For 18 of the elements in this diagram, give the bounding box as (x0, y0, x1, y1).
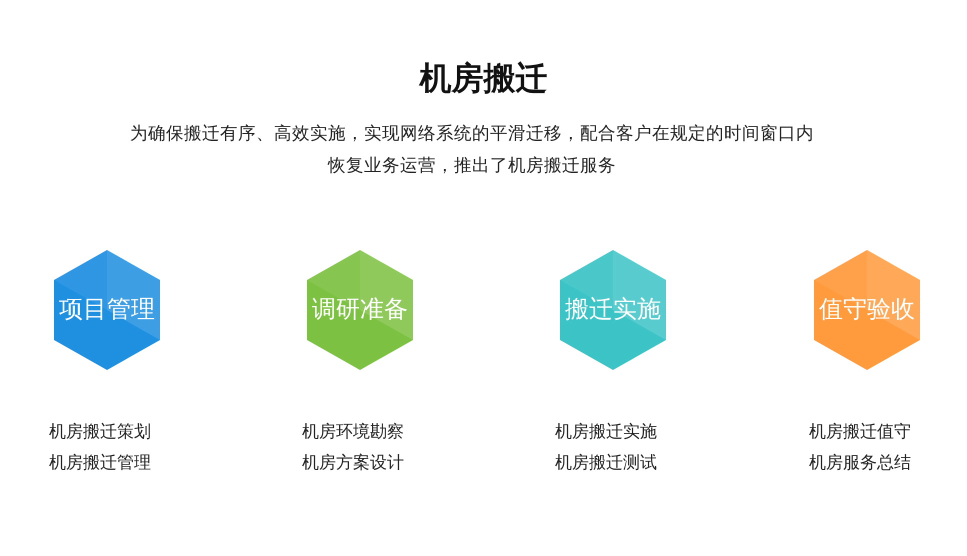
title: 机房搬迁 (418, 58, 548, 99)
description-text: 机房搬迁值守 (808, 421, 912, 444)
hexagon-label: 值守验收 (818, 294, 916, 325)
hexagon-node (559, 249, 667, 371)
description-text: 机房搬迁管理 (48, 452, 152, 475)
hexagon-node (53, 249, 161, 371)
hexagon-node (813, 249, 921, 371)
intro-paragraph: 为确保搬迁有序、高效实施，实现网络系统的平滑迁移，配合客户在规定的时间窗口内恢复业务运营，推出了机房搬迁服务 (129, 123, 815, 178)
hexagon-label: 项目管理 (58, 294, 156, 325)
description-text: 机房搬迁策划 (48, 421, 152, 444)
hexagon-node (306, 249, 414, 371)
hexagon-label: 调研准备 (311, 294, 409, 325)
description-text: 机房搬迁测试 (554, 452, 658, 475)
description-text: 机房搬迁实施 (554, 421, 658, 444)
description-text: 机房方案设计 (301, 452, 405, 475)
hexagon-label: 搬迁实施 (564, 294, 662, 325)
description-text: 机房服务总结 (808, 452, 912, 475)
description-text: 机房环境勘察 (301, 421, 405, 444)
